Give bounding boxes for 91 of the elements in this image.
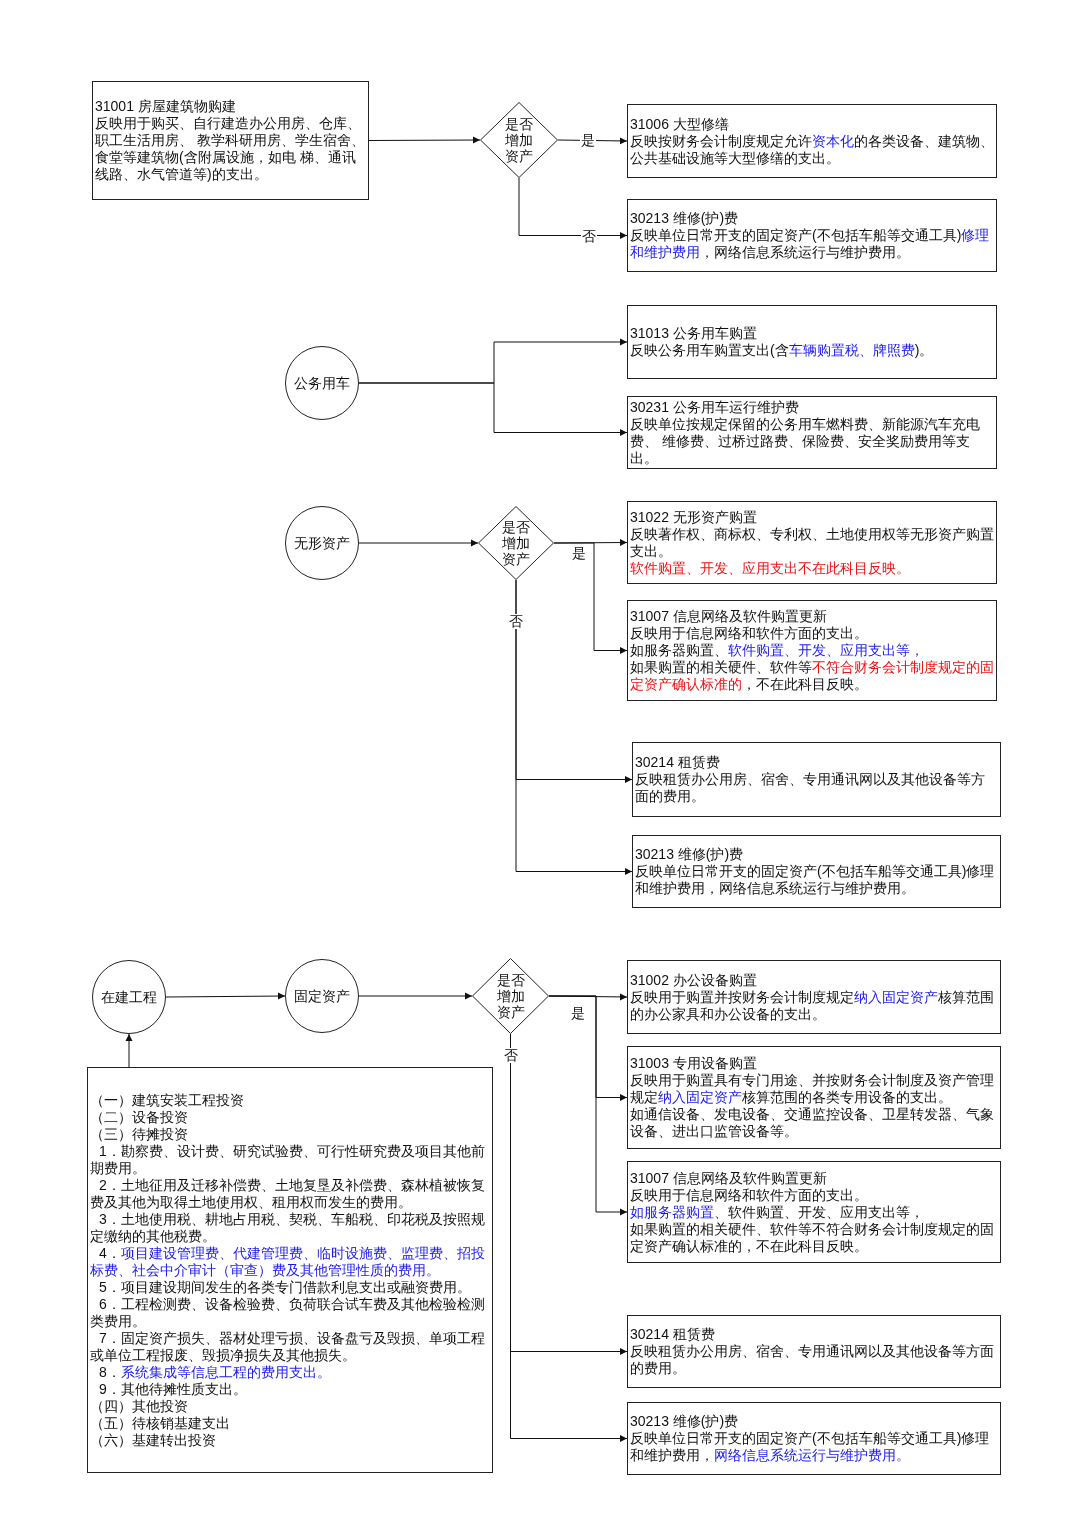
description-text: 反映著作权、商标权、专利权、土地使用权等无形资产购置支出。 [630, 525, 994, 560]
description-text: 反映租赁办公用房、宿舍、专用通讯网以及其他设备等方面的费用。 [635, 771, 986, 805]
account-box [627, 1315, 1001, 1388]
decision-diamond [472, 958, 549, 1034]
decision-diamond [478, 506, 554, 580]
list-item: （三）待摊投资 [90, 1125, 189, 1143]
description-text: 反映用于信息网络和软件方面的支出。 [630, 1186, 869, 1204]
decision-diamond [480, 102, 558, 178]
list-item: （一）建筑安装工程投资 [90, 1091, 245, 1109]
arrow [518, 177, 628, 239]
account-title: 31022 无形资产购置 [630, 508, 758, 526]
arrow [358, 539, 479, 547]
account-title: 31007 信息网络及软件购置更新 [630, 1169, 828, 1187]
account-title: 30214 租赁费 [630, 1326, 716, 1343]
account-box [627, 396, 997, 469]
description-text: 反映单位日常开支的固定资产(不包括车船等交通工具)修理和维护费用，网络信息系统运行与维护费用。 [630, 227, 991, 261]
account-box [627, 305, 997, 379]
list-item: 2．土地征用及迁移补偿费、土地复垦及补偿费、森林植被恢复费及其他为取得土地使用权、租用权而发生的费用。 [90, 1176, 486, 1211]
account-title: 30213 维修(护)费 [630, 210, 740, 227]
description-text: 反映单位日常开支的固定资产(不包括车船等交通工具)修理和维护费用，网络信息系统运行与维护费用。 [635, 863, 996, 897]
description-text: 反映按财务会计制度规定允许资本化的各类设备、建筑物、公共基础设施等大型修缮的支出。 [630, 132, 994, 167]
account-box [627, 1046, 1001, 1149]
account-box [627, 960, 1001, 1034]
category-label: 在建工程 [101, 988, 157, 1006]
arrow [125, 1033, 133, 1068]
account-title: 31002 办公设备购置 [630, 971, 758, 989]
list-item: （六）基建转出投资 [90, 1431, 217, 1449]
account-box [627, 104, 997, 178]
account-title: 30214 租赁费 [635, 754, 721, 771]
account-title: 31006 大型修缮 [630, 115, 730, 133]
description-text: 反映租赁办公用房、宿舍、专用通讯网以及其他设备等方面的费用。 [630, 1343, 995, 1377]
description-text: 如果购置的相关硬件、软件等不符合财务会计制度规定的固定资产确认标准的，不在此科目反映。 [630, 659, 994, 693]
account-title: 31013 公务用车购置 [630, 325, 758, 342]
list-item: （四）其他投资 [90, 1397, 189, 1415]
list-item: （二）设备投资 [90, 1108, 189, 1126]
account-box [627, 600, 997, 701]
decision-text: 是否增加资产 [501, 519, 531, 567]
decision-text: 是否增加资产 [495, 972, 526, 1020]
arrow [548, 995, 628, 1216]
description-text: 反映用于购置并按财务会计制度规定纳入固定资产核算范围的办公家具和办公设备的支出。 [630, 988, 995, 1023]
list-item: 7．固定资产损失、器材处理亏损、设备盘亏及毁损、单项工程或单位工程报废、毁损净损失及其他损失。 [90, 1329, 486, 1364]
account-box [87, 1067, 493, 1473]
arrow [553, 539, 628, 547]
description-text: 如服务器购置、软件购置、开发、应用支出等， [630, 642, 925, 659]
account-box [627, 1161, 1001, 1263]
account-title: 31001 房屋建筑物购建 [95, 98, 237, 115]
list-item: 6．工程检测费、设备检验费、负荷联合试车费及其他检验检测类费用。 [90, 1295, 486, 1330]
arrow [553, 542, 628, 654]
arrow [358, 992, 473, 1000]
decision-text: 是否增加资产 [504, 116, 534, 164]
description-text: 反映单位按规定保留的公务用车燃料费、新能源汽车充电费、 维修费、过桥过路费、保险费、安全奖励费用等支出。 [630, 415, 981, 467]
edge-label: 否 [581, 229, 597, 244]
account-title: 30231 公务用车运行维护费 [630, 398, 800, 416]
list-item: 8．系统集成等信息工程的费用支出。 [98, 1363, 332, 1381]
account-box [627, 199, 997, 272]
description-text: 如通信设备、发电设备、交通监控设备、卫星转发器、气象设备、进出口监管设备等。 [630, 1106, 995, 1140]
category-label: 公务用车 [294, 374, 350, 392]
account-box [627, 501, 997, 584]
account-title: 30213 维修(护)费 [630, 1413, 740, 1430]
account-title: 30213 维修(护)费 [635, 846, 745, 863]
account-box [632, 835, 1001, 908]
edge-label: 是 [570, 1005, 586, 1021]
arrow [165, 992, 286, 1000]
description-text: 反映公务用车购置支出(含车辆购置税、牌照费)。 [630, 342, 935, 359]
description-text: 如果购置的相关硬件、软件等不符合财务会计制度规定的固定资产确认标准的，不在此科目反映。 [630, 1220, 995, 1255]
arrow [358, 382, 628, 436]
list-item: 5．项目建设期间发生的各类专门借款利息支出或融资费用。 [98, 1278, 472, 1296]
list-item: 4．项目建设管理费、代建管理费、临时设施费、监理费、招投标费、社会中介审计（审查）费及其他管理性质的费用。 [90, 1244, 486, 1279]
edge-label: 否 [508, 613, 524, 629]
list-item: 3．土地使用税、耕地占用税、契税、车船税、印花税及按照规定缴纳的其他税费。 [90, 1210, 486, 1245]
account-title: 31007 信息网络及软件购置更新 [630, 608, 828, 625]
arrow [368, 136, 481, 144]
list-item: 1．勘察费、设计费、研究试验费、可行性研究费及项目其他前期费用。 [90, 1142, 486, 1177]
arrow [515, 579, 633, 875]
description-text: 如服务器购置、软件购置、开发、应用支出等， [630, 1203, 925, 1221]
description-text: 反映单位日常开支的固定资产(不包括车船等交通工具)修理和维护费用，网络信息系统运行与维护费用。 [630, 1430, 991, 1464]
category-label: 无形资产 [294, 534, 350, 552]
description-text: 软件购置、开发、应用支出不在此科目反映。 [630, 559, 911, 577]
list-item: （五）待核销基建支出 [90, 1414, 231, 1432]
description-text: 反映用于购置具有专门用途、并按财务会计制度及资产管理规定纳入固定资产核算范围的各类专用设备的支出。 [630, 1072, 995, 1106]
edge-label: 是 [571, 545, 587, 561]
edge-label: 是 [580, 132, 596, 148]
description-text: 反映用于购买、自行建造办公用房、仓库、职工生活用房、 教学科研用房、学生宿舍、食堂等建筑物(含附属设施，如电 梯、通讯线路、水气管道等)的支出。 [95, 115, 366, 183]
account-title: 31003 专用设备购置 [630, 1055, 758, 1072]
account-box [627, 1402, 1001, 1475]
account-box [92, 81, 369, 200]
category-label: 固定资产 [294, 987, 350, 1005]
account-box [632, 742, 1001, 817]
list-item: 9．其他待摊性质支出。 [98, 1380, 248, 1398]
description-text: 反映用于信息网络和软件方面的支出。 [630, 625, 869, 642]
edge-label: 否 [502, 1047, 519, 1063]
